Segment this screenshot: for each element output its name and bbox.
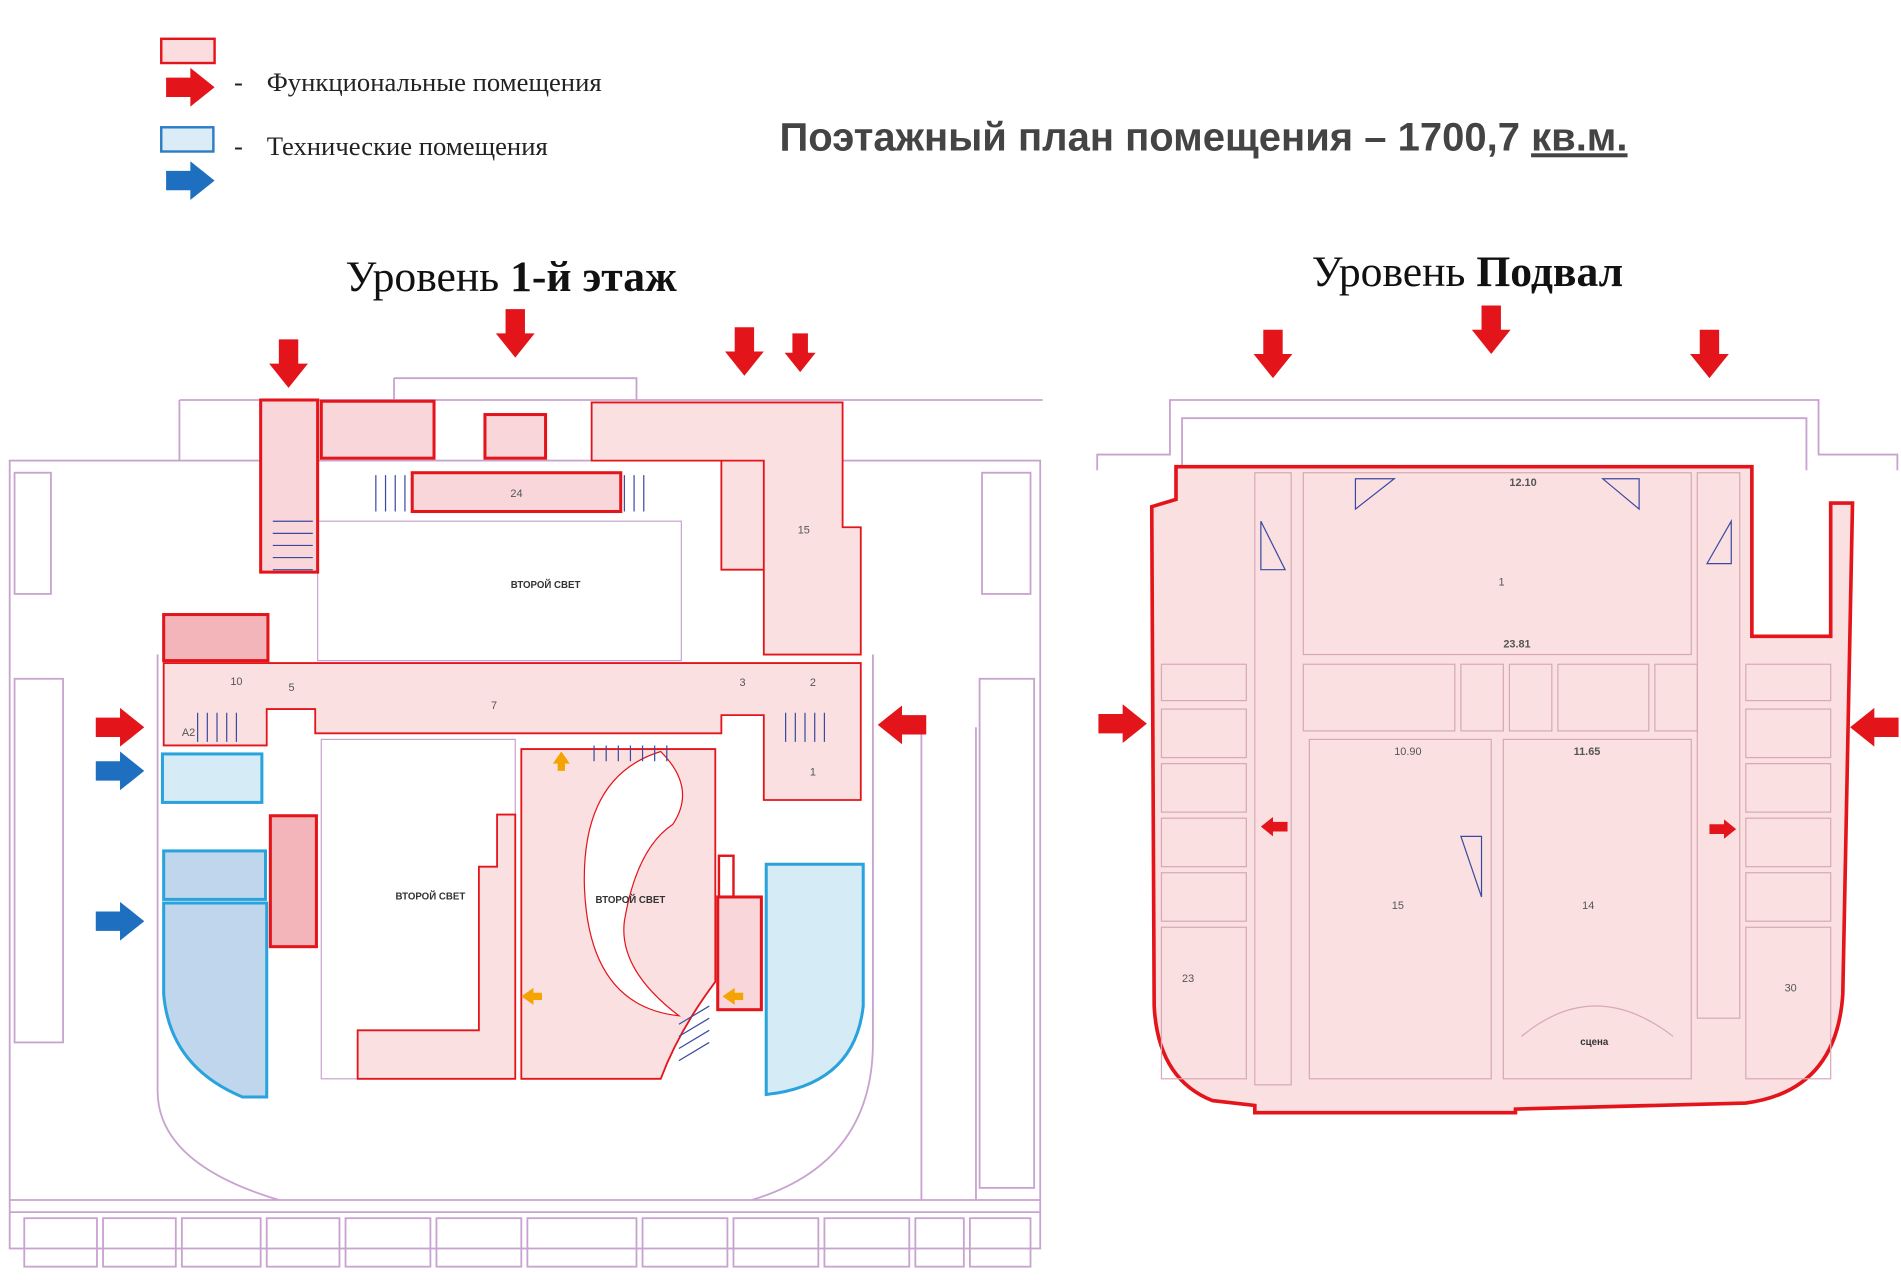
legend-blue-arrow-icon <box>166 161 215 200</box>
legend-technical-label: Технические помещения <box>267 131 548 161</box>
entrance-arrow-left-icon <box>877 705 927 745</box>
functional-room <box>483 413 548 460</box>
room-label: ВТОРОЙ СВЕТ <box>596 894 666 906</box>
room-number: 24 <box>510 488 522 500</box>
functional-room <box>259 398 320 574</box>
technical-room <box>160 752 264 804</box>
room-number: 1 <box>810 767 816 779</box>
entrance-arrow-down-icon <box>724 327 764 376</box>
technical-room <box>162 849 268 901</box>
dimension-label: 10.90 <box>1394 746 1421 758</box>
entrance-arrow-down-icon <box>269 339 308 388</box>
dimension-label: 12.10 <box>1509 477 1536 489</box>
legend-technical-swatch <box>160 126 215 153</box>
dimension-label: 23.81 <box>1503 638 1530 650</box>
room-number: 5 <box>289 682 295 694</box>
functional-room <box>162 613 270 663</box>
room-number: 7 <box>491 700 497 712</box>
technical-arrow-right-icon <box>95 751 145 791</box>
entrance-arrow-icon <box>552 751 570 771</box>
legend-red-arrow-icon <box>166 67 215 107</box>
first-floor-level-title: Уровень 1-й этаж <box>346 253 678 301</box>
room-label: ВТОРОЙ СВЕТ <box>396 890 466 902</box>
room-number: 30 <box>1785 983 1797 995</box>
entrance-arrow-left-icon <box>1850 707 1899 747</box>
entrance-arrow-right-icon <box>95 707 145 747</box>
room-number: 15 <box>1392 900 1404 912</box>
functional-room <box>590 401 862 656</box>
entrance-arrow-icon <box>722 987 744 1005</box>
basement-plan: 12.10 1 23.81 10.90 11.65 15 14 30 23 сц… <box>1096 399 1899 1115</box>
room-number: 14 <box>1582 900 1594 912</box>
room-label: ВТОРОЙ СВЕТ <box>511 579 581 591</box>
legend-technical-dash: - <box>234 131 243 161</box>
room-number: 2 <box>810 677 816 689</box>
entrance-arrow-down-icon <box>1253 329 1293 379</box>
inner-arrow-left-icon <box>1260 816 1288 837</box>
functional-room <box>268 814 318 949</box>
entrance-arrow-right-icon <box>1098 704 1147 744</box>
room-number: 1 <box>1498 576 1504 588</box>
stage-label: сцена <box>1580 1037 1609 1048</box>
functional-corridor <box>162 662 862 801</box>
functional-room <box>319 399 436 460</box>
second-light-top-room <box>317 520 682 662</box>
entrance-arrow-down-icon <box>495 309 535 358</box>
inner-arrow-right-icon <box>1709 819 1737 839</box>
functional-room-24 <box>410 471 623 514</box>
first-floor-plan: ВТОРОЙ СВЕТ 24 10 5 7 3 2 1 15 А2 ВТОРОЙ… <box>8 377 1043 1268</box>
entrance-arrow-down-icon <box>784 333 816 373</box>
legend-functional-dash: - <box>234 67 243 97</box>
room-number: 10 <box>230 676 242 688</box>
legend: - Функциональные помещения - Технические… <box>160 37 602 200</box>
legend-functional-label: Функциональные помещения <box>267 67 602 97</box>
page-title: Поэтажный план помещения – 1700,7 кв.м. <box>780 115 1628 159</box>
technical-room <box>162 901 269 1099</box>
room-number: 23 <box>1182 973 1194 985</box>
room-number: А2 <box>182 727 195 739</box>
legend-functional-swatch <box>160 37 216 65</box>
dimension-label: 11.65 <box>1574 746 1601 758</box>
basement-functional-area <box>1149 464 1855 1115</box>
room-number: 15 <box>798 524 810 536</box>
basement-level-title: Уровень Подвал <box>1312 248 1623 296</box>
functional-room <box>716 895 763 1012</box>
entrance-arrow-down-icon <box>1471 305 1511 354</box>
room-number: 3 <box>740 677 746 689</box>
technical-room <box>764 862 865 1097</box>
entrance-arrow-down-icon <box>1690 329 1729 379</box>
technical-arrow-right-icon <box>95 901 145 941</box>
functional-room <box>356 813 517 1080</box>
entrance-arrow-icon <box>521 987 542 1005</box>
